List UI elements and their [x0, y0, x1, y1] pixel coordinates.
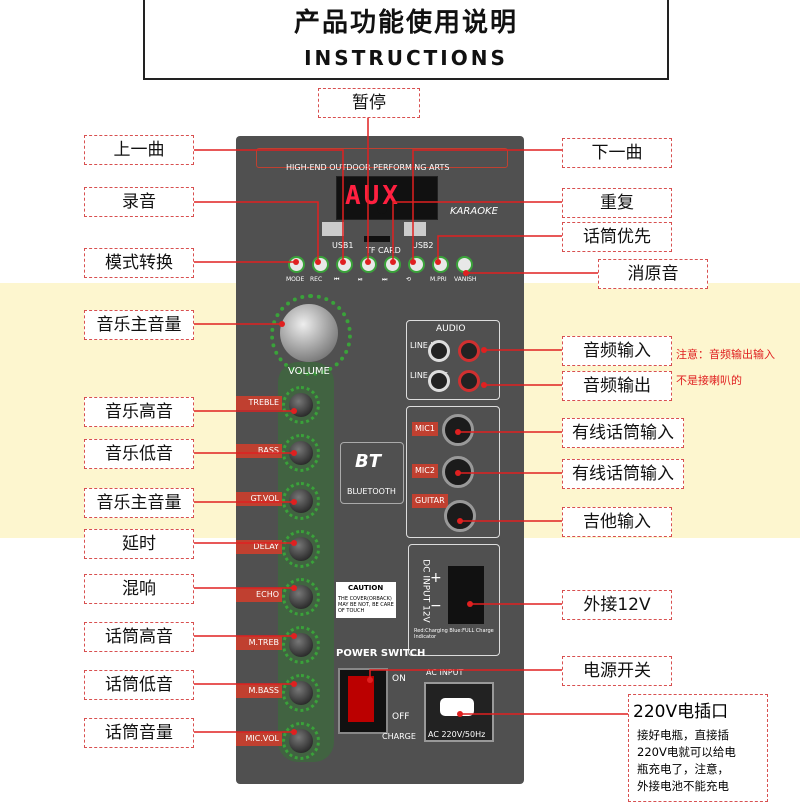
label-audio-in: 音频输入 — [562, 336, 672, 366]
label-mic-treble: 话筒高音 — [84, 622, 194, 652]
led-display: AUX — [336, 176, 438, 220]
label-music-master2: 音乐主音量 — [84, 488, 194, 518]
label-echo: 混响 — [84, 574, 194, 604]
knob-ring-0 — [282, 386, 320, 424]
note-line1: 注意：音频输出输入 — [676, 348, 775, 361]
master-knob-ring — [270, 294, 352, 376]
line-out-r-jack[interactable] — [458, 370, 480, 392]
caution-label: CAUTION THE COVER(ORBACK) MAY BE NOT, BE… — [336, 582, 396, 618]
panel-button-label-5: ⟲ — [406, 276, 412, 283]
bluetooth-text: BLUETOOTH — [347, 487, 396, 496]
knob-ring-3 — [282, 530, 320, 568]
label-mic-volume: 话筒音量 — [84, 718, 194, 748]
ac-input-label: AC INPUT — [426, 668, 464, 677]
label-repeat: 重复 — [562, 188, 672, 218]
line-in-label: LINE IN — [410, 341, 439, 350]
label-mic-in1: 有线话筒输入 — [562, 418, 684, 448]
header-box: 产品功能使用说明 INSTRUCTIONS — [143, 0, 669, 80]
panel-button-label-3: ⏯ — [358, 276, 363, 283]
knob-label-4: ECHO — [236, 588, 282, 602]
panel-button-label-7: VANISH — [454, 276, 477, 283]
title-cn: 产品功能使用说明 — [293, 8, 518, 38]
label-power-switch: 电源开关 — [562, 656, 672, 686]
panel-button-label-1: REC — [310, 276, 323, 283]
knob-label-1: BASS — [236, 444, 282, 458]
knob-label-7: MIC.VOL — [236, 732, 282, 746]
label-prev: 上一曲 — [84, 135, 194, 165]
label-next: 下一曲 — [562, 138, 672, 168]
label-music-master: 音乐主音量 — [84, 310, 194, 340]
volume-label: VOLUME — [288, 366, 330, 377]
audio-label: AUDIO — [436, 324, 466, 334]
master-volume-knob[interactable] — [280, 304, 338, 362]
guitar-label: GUITAR — [412, 494, 448, 508]
label-ac-socket: 220V电插口 — [633, 702, 729, 722]
note-line2: 不是接喇叭的 — [676, 374, 742, 387]
usb1-port[interactable] — [322, 222, 344, 236]
dc-terminal[interactable] — [448, 566, 484, 624]
label-record: 录音 — [84, 187, 194, 217]
label-delay: 延时 — [84, 529, 194, 559]
ac-spec-label: AC 220V/50Hz — [428, 730, 486, 739]
tip-box: 220V电插口 接好电瓶，直接插 220V电就可以给电 瓶充电了，注意， 外接电… — [628, 694, 768, 802]
knob-ring-4 — [282, 578, 320, 616]
line-in-l-jack[interactable] — [428, 340, 450, 362]
bt-text: BT — [355, 451, 381, 472]
display-text: AUX — [345, 181, 401, 211]
title-en: INSTRUCTIONS — [304, 46, 508, 70]
label-mic-bass: 话筒低音 — [84, 670, 194, 700]
tf-card-label: TF CARD — [366, 246, 401, 255]
label-pause: 暂停 — [318, 88, 420, 118]
knob-label-0: TREBLE — [236, 396, 282, 410]
label-mic-in2: 有线话筒输入 — [562, 459, 684, 489]
mic1-label: MIC1 — [412, 422, 438, 436]
caution-title: CAUTION — [348, 584, 384, 592]
knob-ring-6 — [282, 674, 320, 712]
tf-card-slot[interactable] — [364, 236, 390, 242]
knob-ring-5 — [282, 626, 320, 664]
bluetooth-logo: BT BLUETOOTH — [340, 442, 404, 504]
label-mic-priority: 话筒优先 — [562, 222, 672, 252]
label-vocal-cut: 消原音 — [598, 259, 708, 289]
tip-text: 接好电瓶，直接插 220V电就可以给电 瓶充电了，注意， 外接电池不能充电 — [637, 728, 736, 793]
power-switch-label: POWER SWITCH — [336, 648, 426, 659]
line-in-r-jack[interactable] — [458, 340, 480, 362]
label-audio-out: 音频输出 — [562, 371, 672, 401]
usb2-label: USB2 — [412, 241, 434, 250]
knob-label-6: M.BASS — [236, 684, 282, 698]
minus-sign: − — [430, 598, 442, 614]
off-label: OFF — [392, 712, 410, 722]
power-switch[interactable] — [338, 668, 388, 734]
panel-button-label-6: M.PRI — [430, 276, 447, 283]
knob-ring-2 — [282, 482, 320, 520]
label-music-bass: 音乐低音 — [84, 439, 194, 469]
label-ext12v: 外接12V — [562, 590, 672, 620]
guitar-jack[interactable] — [444, 500, 476, 532]
karaoke-logo: KARAOKE — [450, 206, 498, 217]
label-music-treble: 音乐高音 — [84, 397, 194, 427]
charge-info: Red:Charging Blue:FULL Charge Indicator — [414, 628, 494, 640]
knob-label-5: M.TREB — [236, 636, 282, 650]
knob-ring-7 — [282, 722, 320, 760]
panel-button-label-2: ⏮ — [334, 276, 340, 283]
mic2-label: MIC2 — [412, 464, 438, 478]
on-label: ON — [392, 674, 406, 684]
caution-text: THE COVER(ORBACK) MAY BE NOT, BE CARE OF… — [338, 596, 394, 614]
line-out-l-jack[interactable] — [428, 370, 450, 392]
panel-button-label-4: ⏭ — [382, 276, 388, 283]
label-guitar-in: 吉他输入 — [562, 507, 672, 537]
usb2-port[interactable] — [404, 222, 426, 236]
plus-sign: + — [430, 570, 442, 586]
charge-label: CHARGE — [382, 732, 416, 741]
label-mode: 模式转换 — [84, 248, 194, 278]
panel-button-label-0: MODE — [286, 276, 305, 283]
